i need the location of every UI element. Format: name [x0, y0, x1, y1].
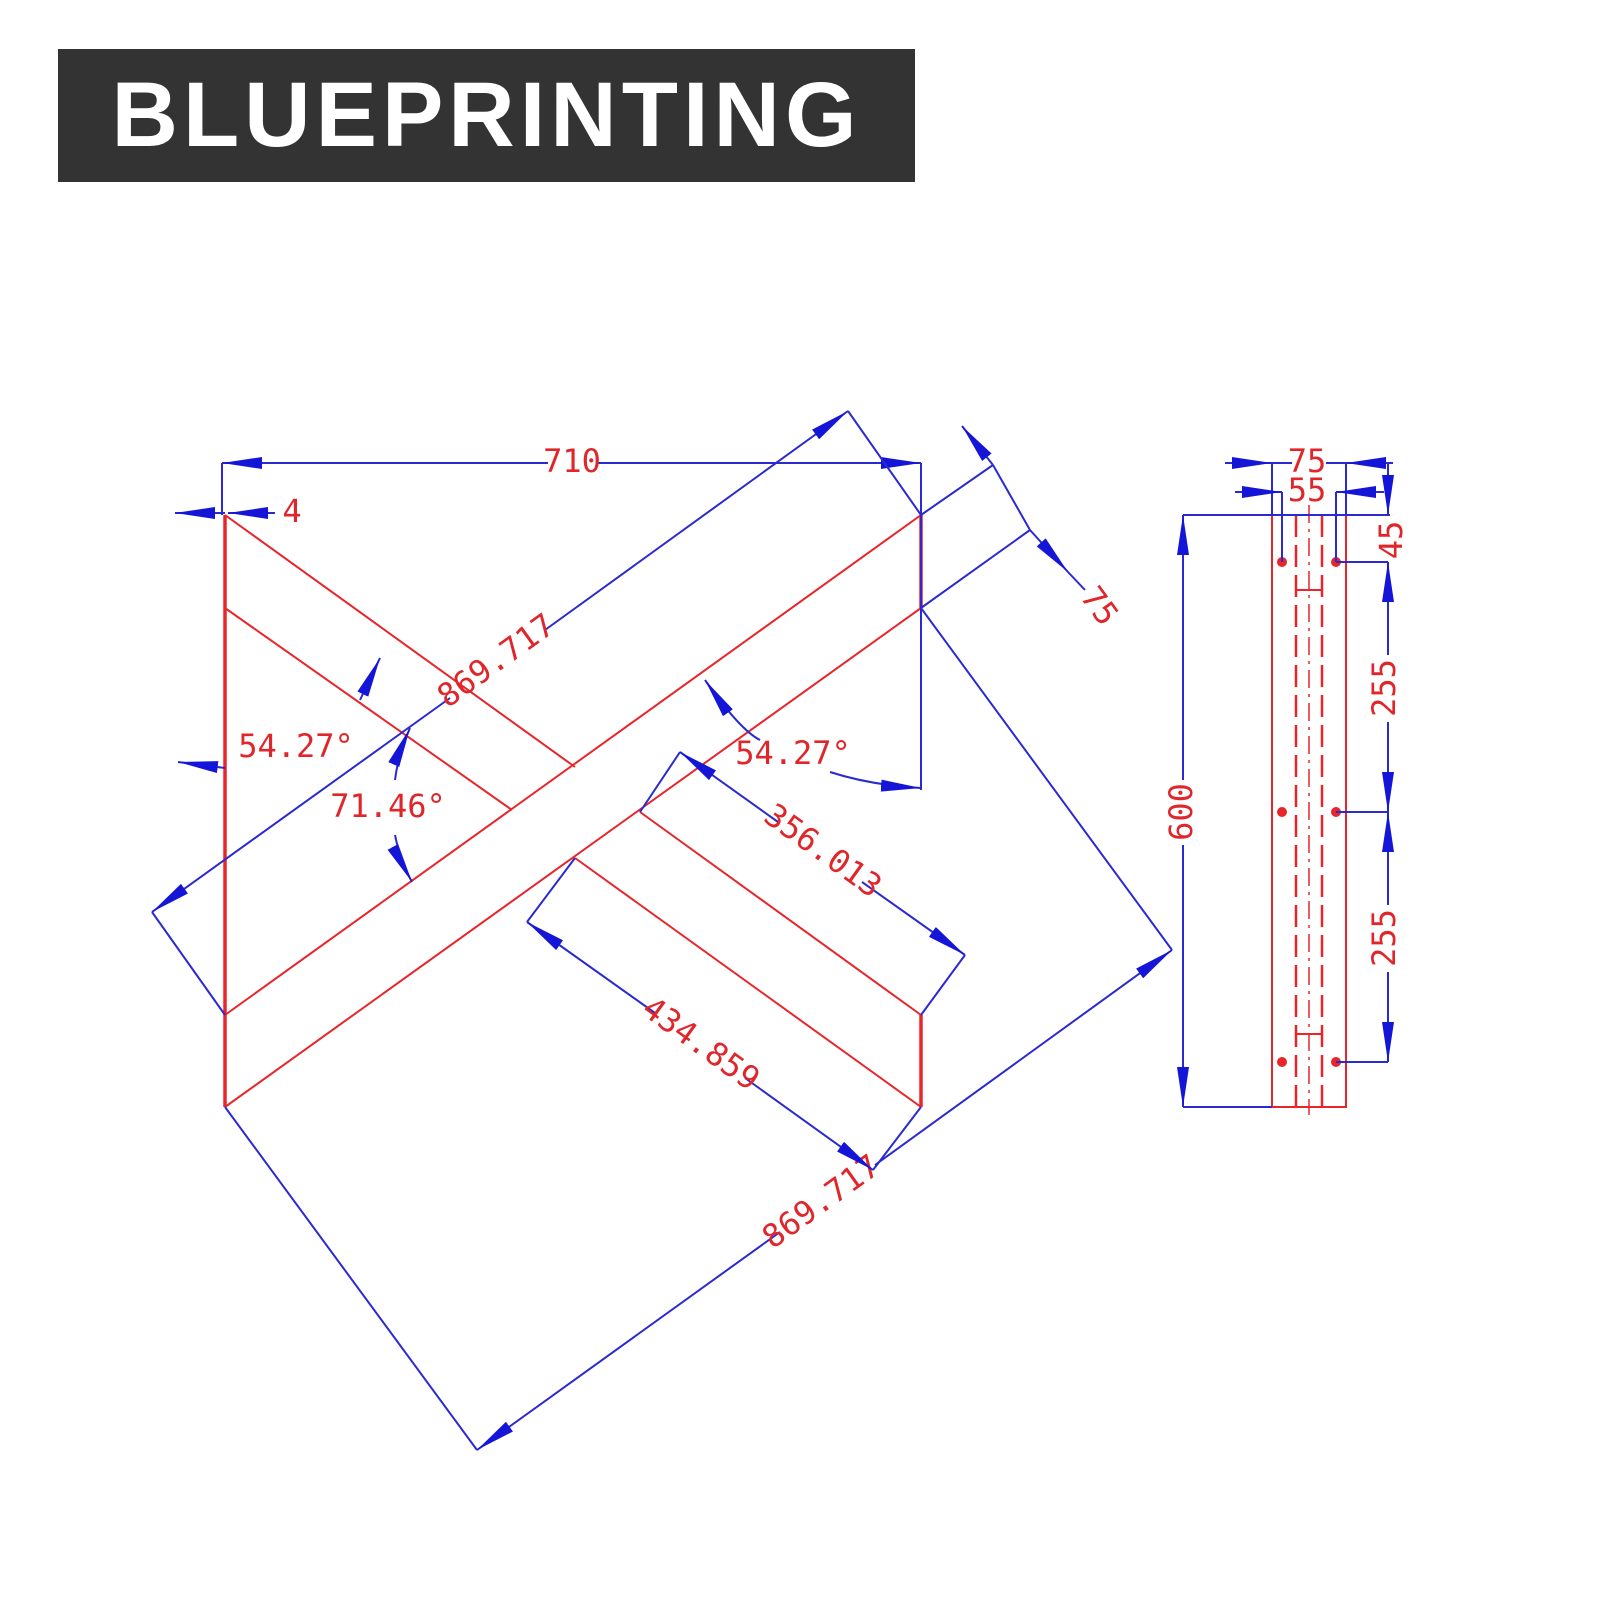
front-view-part — [223, 514, 923, 1108]
falling-board-lower-edge-a — [224, 607, 513, 811]
rising-board-lower-edge — [224, 607, 922, 1108]
side-dim-offset-45: 45 — [1372, 521, 1410, 560]
side-view-dimensions: 75 55 600 45 255 255 — [1162, 442, 1410, 1108]
side-dim-spacing-2: 255 — [1365, 909, 1403, 967]
dim-segment-434: 434.859 — [635, 989, 767, 1099]
dim-angle-cross: 71.46° — [330, 787, 446, 825]
side-dim-outer-75: 75 — [1288, 442, 1327, 480]
side-dim-inner-55: 55 — [1288, 471, 1327, 509]
dim-angle-right: 54.27° — [735, 734, 851, 772]
side-dim-height-600: 600 — [1162, 783, 1200, 841]
dim-offset-4: 4 — [282, 492, 301, 530]
front-view-dimensions: 710 4 869.717 75 869.717 434.8 — [151, 410, 1173, 1451]
title-banner: BLUEPRINTING — [58, 49, 915, 182]
side-view-part — [1271, 505, 1347, 1115]
dim-segment-356: 356.013 — [757, 796, 889, 906]
dim-diagonal-top: 869.717 — [430, 606, 562, 716]
dim-angle-left: 54.27° — [238, 727, 354, 765]
falling-board-lower-edge-b — [574, 857, 922, 1108]
dim-diagonal-bottom: 869.717 — [755, 1147, 887, 1257]
falling-board-upper-edge-b — [639, 811, 922, 1016]
dim-width-710: 710 — [543, 442, 601, 480]
side-dim-spacing-1: 255 — [1365, 659, 1403, 717]
falling-board-upper-edge-a — [224, 514, 576, 768]
page-title: BLUEPRINTING — [111, 64, 862, 166]
